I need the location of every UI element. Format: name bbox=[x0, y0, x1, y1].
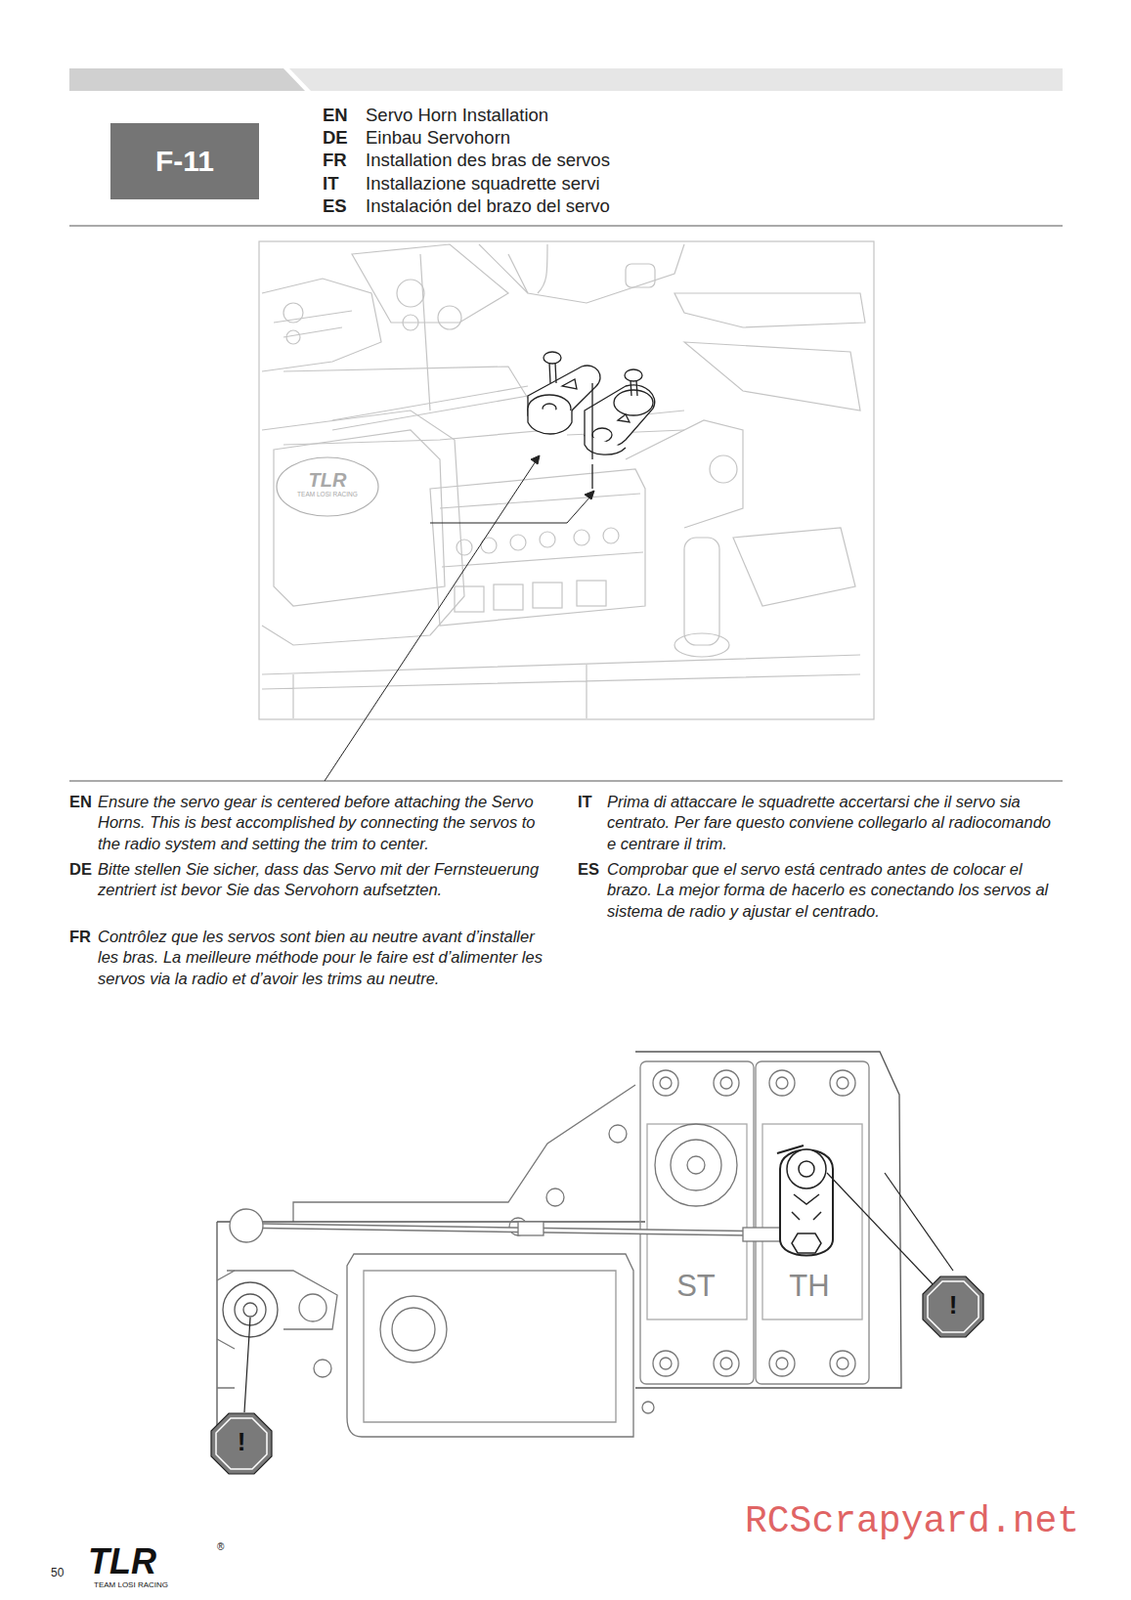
step-number: F-11 bbox=[155, 144, 215, 178]
step-title: Installazione squadrette servi bbox=[365, 173, 777, 195]
leader-lines bbox=[324, 455, 595, 782]
chassis-top-view bbox=[217, 1051, 902, 1450]
language-code: ES bbox=[322, 195, 362, 218]
step-title: Einbau Servohorn bbox=[365, 127, 777, 149]
language-code: EN bbox=[69, 791, 97, 813]
watermark: RCScrapyard.net bbox=[744, 1503, 1097, 1541]
language-code: FR bbox=[322, 149, 362, 172]
registered-mark: ® bbox=[217, 1542, 231, 1553]
instruction-text: Bitte stellen Sie sicher, dass das Servo… bbox=[97, 859, 543, 902]
page-number: 50 bbox=[50, 1566, 77, 1579]
body-logo-text: TEAM LOSI RACING bbox=[288, 491, 367, 499]
warning-mark: ! bbox=[938, 1292, 968, 1318]
chassis-perspective-drawing bbox=[259, 241, 874, 720]
callout-leaders bbox=[244, 1173, 954, 1413]
language-code: EN bbox=[322, 104, 362, 127]
instruction-text: Ensure the servo gear is centered before… bbox=[97, 791, 543, 855]
instruction-text: Contrôlez que les servos sont bien au ne… bbox=[97, 926, 543, 990]
language-code: DE bbox=[322, 127, 362, 149]
instruction-text: Prima di attaccare le squadrette accerta… bbox=[607, 791, 1057, 855]
body-logo: TLR bbox=[293, 470, 362, 490]
brand-logo: TLR bbox=[87, 1544, 216, 1580]
language-code: FR bbox=[69, 926, 97, 948]
language-code: ES bbox=[577, 859, 606, 880]
brand-name: TEAM LOSI RACING bbox=[93, 1581, 221, 1590]
warning-octagons bbox=[211, 1276, 984, 1475]
instruction-text: Comprobar que el servo está centrado ant… bbox=[607, 859, 1057, 922]
language-code: DE bbox=[69, 859, 97, 880]
servo-label: ST bbox=[668, 1270, 724, 1302]
step-title: Servo Horn Installation bbox=[365, 104, 777, 127]
header-bar bbox=[69, 68, 1063, 782]
step-number-box: F-11 bbox=[110, 123, 260, 200]
step-title: Installation des bras de servos bbox=[365, 149, 777, 172]
language-code: IT bbox=[322, 173, 362, 195]
step-title: Instalación del brazo del servo bbox=[365, 195, 777, 218]
servo-label: TH bbox=[782, 1270, 837, 1302]
servo-horns bbox=[527, 351, 655, 489]
language-code: IT bbox=[577, 791, 606, 813]
warning-mark: ! bbox=[226, 1429, 257, 1455]
